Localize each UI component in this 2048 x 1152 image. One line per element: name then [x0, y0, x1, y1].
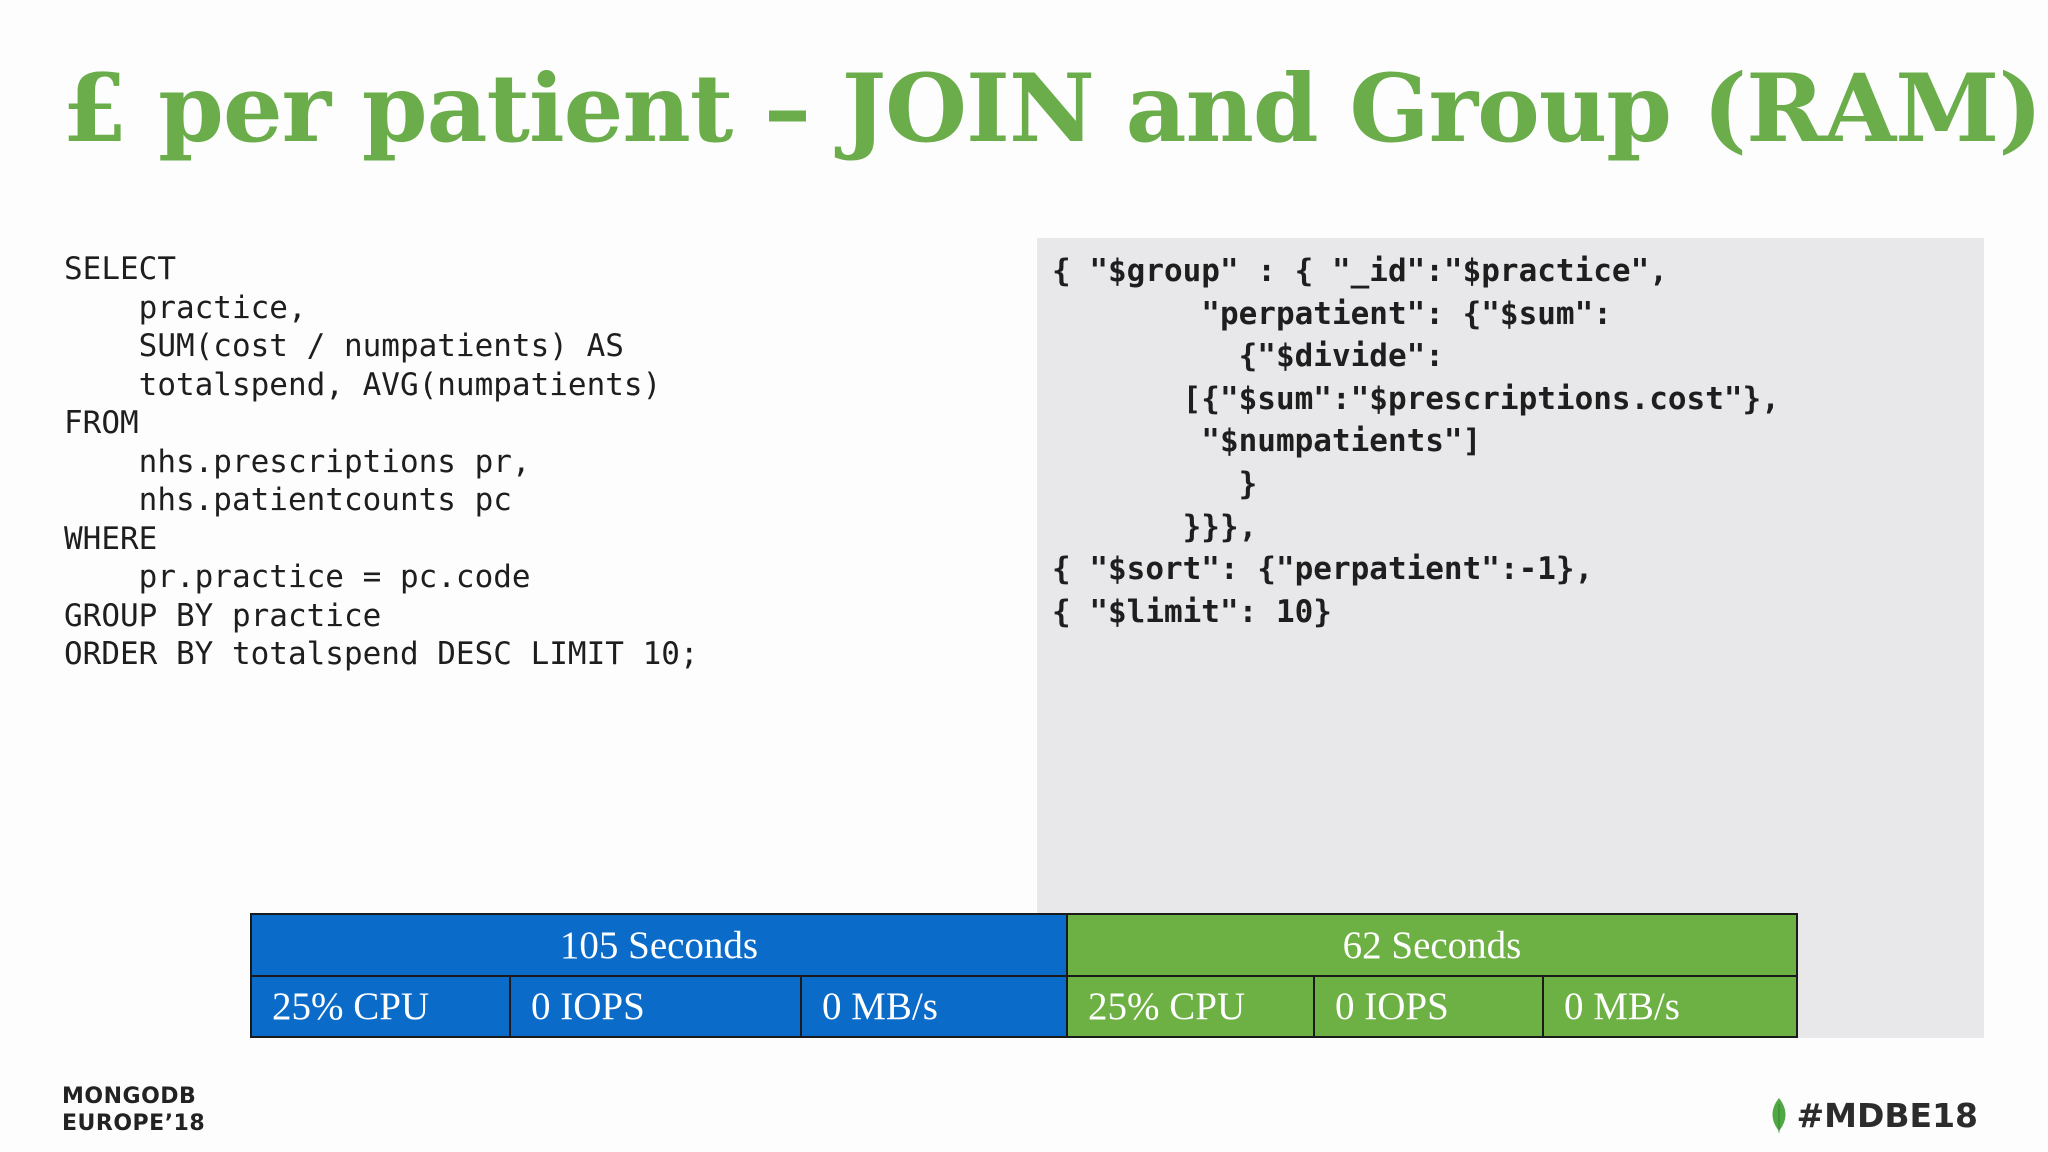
mongodb-leaf-icon [1772, 1097, 1785, 1134]
sql-iops: 0 IOPS [509, 977, 800, 1036]
event-logo-line2: EUROPE’18 [62, 1111, 206, 1136]
sql-code-line: SELECT [64, 251, 176, 287]
mongo-cpu: 25% CPU [1088, 985, 1246, 1028]
mongo-code-line: { "$sort": {"perpatient":-1}, [1052, 551, 1594, 588]
mongo-code-line: [{"$sum":"$prescriptions.cost"}, [1052, 380, 1780, 417]
sql-code-line: ORDER BY totalspend DESC LIMIT 10; [64, 636, 699, 672]
mongo-code-panel [1037, 238, 1984, 1038]
event-logo: MONGODB EUROPE’18 [62, 1083, 205, 1137]
mongo-code-line: { "$limit": 10} [1052, 593, 1332, 630]
sql-code-block: SELECT practice, SUM(cost / numpatients)… [64, 250, 699, 674]
mongo-iops: 0 IOPS [1313, 977, 1542, 1036]
sql-code-line: totalspend, AVG(numpatients) [64, 366, 662, 403]
mongo-time: 62 Seconds [1068, 915, 1796, 977]
mongo-throughput: 0 MB/s [1542, 977, 1796, 1036]
sql-code-line: WHERE [64, 520, 158, 557]
sql-code-line: practice, [64, 289, 307, 326]
slide-title: £ per patient – JOIN and Group (RAM) [62, 54, 2043, 164]
mongo-results: 62 Seconds 25% CPU 0 IOPS 0 MB/s [1066, 915, 1796, 1036]
hashtag-badge: #MDBE18 [1769, 1096, 1979, 1135]
mongo-code-line: "perpatient": {"$sum": [1052, 295, 1612, 332]
mongo-metrics-row: 25% CPU 0 IOPS 0 MB/s [1068, 977, 1796, 1036]
mongo-code-block: { "$group" : { "_id":"$practice", "perpa… [1052, 250, 1780, 633]
mongo-code-line: "$numpatients"] [1052, 423, 1482, 460]
sql-cpu: 25% CPU [272, 985, 430, 1028]
sql-code-line: FROM [64, 405, 139, 441]
sql-code-line: GROUP BY practice [64, 597, 382, 634]
mongo-code-line: } [1052, 465, 1258, 502]
mongo-code-line: {"$divide": [1052, 338, 1444, 375]
hashtag-text: #MDBE18 [1796, 1096, 1979, 1135]
mongo-code-line: }}}, [1052, 508, 1258, 545]
sql-throughput: 0 MB/s [800, 977, 1066, 1036]
sql-code-line: nhs.patientcounts pc [64, 482, 512, 518]
sql-metrics-row: 25% CPU 0 IOPS 0 MB/s [252, 977, 1066, 1036]
results-table: 105 Seconds 25% CPU 0 IOPS 0 MB/s 62 Sec… [250, 913, 1798, 1038]
mongo-code-line: { "$group" : { "_id":"$practice", [1052, 253, 1668, 289]
sql-code-line: SUM(cost / numpatients) AS [64, 328, 624, 364]
sql-time: 105 Seconds [252, 915, 1066, 977]
event-logo-line1: MONGODB [62, 1084, 197, 1109]
sql-code-line: nhs.prescriptions pr, [64, 443, 531, 480]
sql-results: 105 Seconds 25% CPU 0 IOPS 0 MB/s [252, 915, 1066, 1036]
sql-code-line: pr.practice = pc.code [64, 559, 531, 595]
